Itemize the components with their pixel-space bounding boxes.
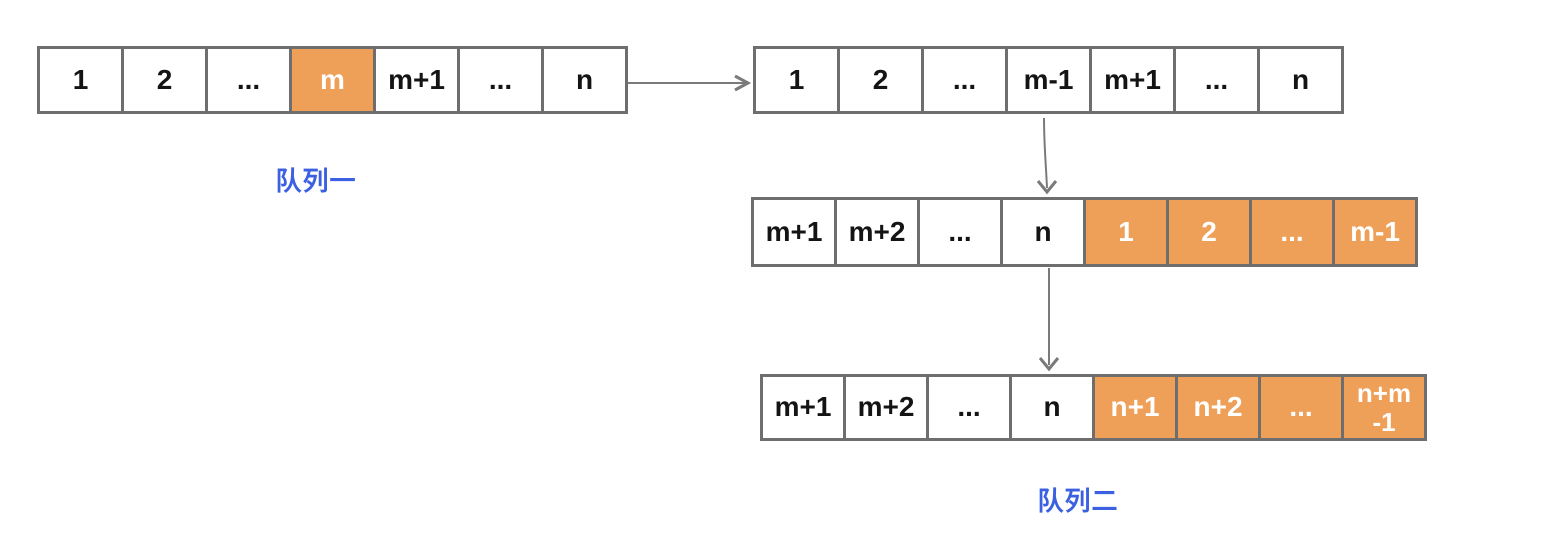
queue-cell: ...	[921, 46, 1008, 114]
queue-cell: n	[1009, 374, 1095, 441]
queue-cell: m+2	[843, 374, 929, 441]
queue2-label: 队列二	[1037, 486, 1119, 516]
queue-cell: n+m -1	[1341, 374, 1427, 441]
queue-cell: m	[289, 46, 376, 114]
queue-cell: ...	[1258, 374, 1344, 441]
queue-cell: m-1	[1332, 197, 1418, 267]
arrow-queue1-to-queue1-after	[626, 74, 752, 92]
queue-cell: ...	[926, 374, 1012, 441]
queue-cell: n	[541, 46, 628, 114]
queue-cell: ...	[1249, 197, 1335, 267]
queue-cell: m+2	[834, 197, 920, 267]
queue-cell: 2	[837, 46, 924, 114]
queue-cell: n+2	[1175, 374, 1261, 441]
queue-cell: ...	[1173, 46, 1260, 114]
queue-cell: n	[1000, 197, 1086, 267]
queue-cell: ...	[917, 197, 1003, 267]
arrow-down-to-renumbered-queue	[1038, 268, 1060, 372]
queue-cell: n	[1257, 46, 1344, 114]
queue-cell: 2	[1166, 197, 1252, 267]
queue1-label: 队列一	[275, 166, 357, 196]
queue-cell: ...	[457, 46, 544, 114]
queue-cell: n+1	[1092, 374, 1178, 441]
queue-cell: 1	[753, 46, 840, 114]
queue-cell: m+1	[1089, 46, 1176, 114]
queue-cell: 1	[1083, 197, 1169, 267]
queue-cell: 2	[121, 46, 208, 114]
queue-cell: m+1	[751, 197, 837, 267]
queue-cell: m+1	[760, 374, 846, 441]
arrow-down-to-rotated-queue	[1036, 117, 1058, 195]
queue-cell: ...	[205, 46, 292, 114]
queue-cell: m+1	[373, 46, 460, 114]
queue-cell: 1	[37, 46, 124, 114]
queue-cell: m-1	[1005, 46, 1092, 114]
